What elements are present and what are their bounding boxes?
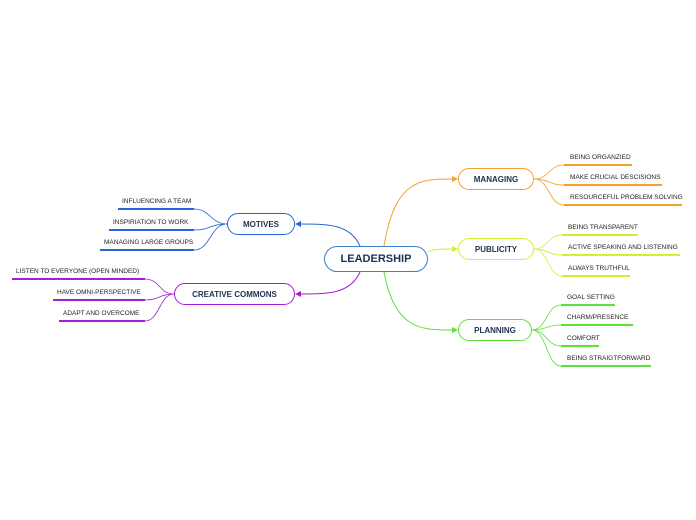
arrowhead-publicity	[452, 246, 458, 252]
leaf-inspiration-to-work[interactable]: INSPIRIATION TO WORK	[113, 219, 189, 226]
leaf-listen-to-everyone[interactable]: LISTEN TO EVERYONE (OPEN MINDED)	[16, 268, 140, 275]
leaf-adapt-and-overcome[interactable]: ADAPT AND OVERCOME	[63, 310, 140, 317]
leaf-connector-publicity-0	[533, 234, 563, 250]
leaf-being-transparent[interactable]: BEING TRANSPARENT	[568, 224, 638, 231]
arrowhead-managing	[452, 176, 458, 182]
arrowhead-creative	[295, 291, 301, 297]
connector-root-motives	[300, 223, 361, 247]
leaf-active-speaking-and-listening[interactable]: ACTIVE SPEAKING AND LISTENING	[568, 244, 678, 251]
connector-root-planning	[383, 271, 453, 331]
connector-root-publicity	[427, 248, 453, 253]
leaf-goal-setting[interactable]: GOAL SETTING	[567, 294, 615, 301]
leaf-connector-publicity-2	[533, 248, 563, 277]
leaf-always-truthful[interactable]: ALWAYS TRUTHFUL	[568, 265, 630, 272]
connector-root-creative	[300, 271, 361, 295]
leaf-connector-managing-0	[533, 164, 565, 180]
connector-root-managing	[383, 178, 453, 247]
leaf-being-straightforward[interactable]: BEING STRAIGTFORWARD	[567, 355, 651, 362]
root-node-leadership[interactable]: LEADERSHIP	[324, 246, 428, 272]
leaf-managing-large-groups[interactable]: MANAGING LARGE GROUPS	[104, 239, 194, 246]
leaf-connector-creative-0	[144, 278, 175, 295]
branch-node-motives[interactable]: MOTIVES	[227, 213, 295, 235]
leaf-connector-planning-3	[531, 329, 562, 367]
arrowhead-planning	[452, 327, 458, 333]
leaf-influencing-a-team[interactable]: INFLUENCING A TEAM	[122, 198, 192, 205]
branch-node-publicity[interactable]: PUBLICITY	[458, 238, 534, 260]
leaf-being-organized[interactable]: BEING ORGANZIED	[570, 154, 631, 161]
branch-node-planning[interactable]: PLANNING	[458, 319, 532, 341]
leaf-have-omni-perspective[interactable]: HAVE OMNI-PERSPECTIVE	[57, 289, 141, 296]
leaf-connector-motives-2	[193, 223, 228, 251]
branch-node-creative-commons[interactable]: CREATIVE COMMONS	[174, 283, 295, 305]
leaf-charm-presence[interactable]: CHARM/PRESENCE	[567, 314, 629, 321]
leaf-make-crucial-decisions[interactable]: MAKE CRUCIAL DESCISIONS	[570, 174, 661, 181]
leaf-connector-planning-0	[531, 304, 562, 331]
leaf-connector-motives-0	[193, 208, 228, 225]
arrowhead-motives	[295, 221, 301, 227]
leaf-comfort[interactable]: COMFORT	[567, 335, 600, 342]
branch-node-managing[interactable]: MANAGING	[458, 168, 534, 190]
leaf-connector-managing-2	[533, 178, 565, 206]
leaf-resourceful-problem-solving[interactable]: RESOURCEFUL PROBLEM SOLVING	[570, 194, 683, 201]
leaf-connector-planning-1	[531, 324, 562, 331]
leaf-connector-creative-2	[144, 293, 175, 322]
leaf-connector-planning-2	[531, 329, 562, 347]
